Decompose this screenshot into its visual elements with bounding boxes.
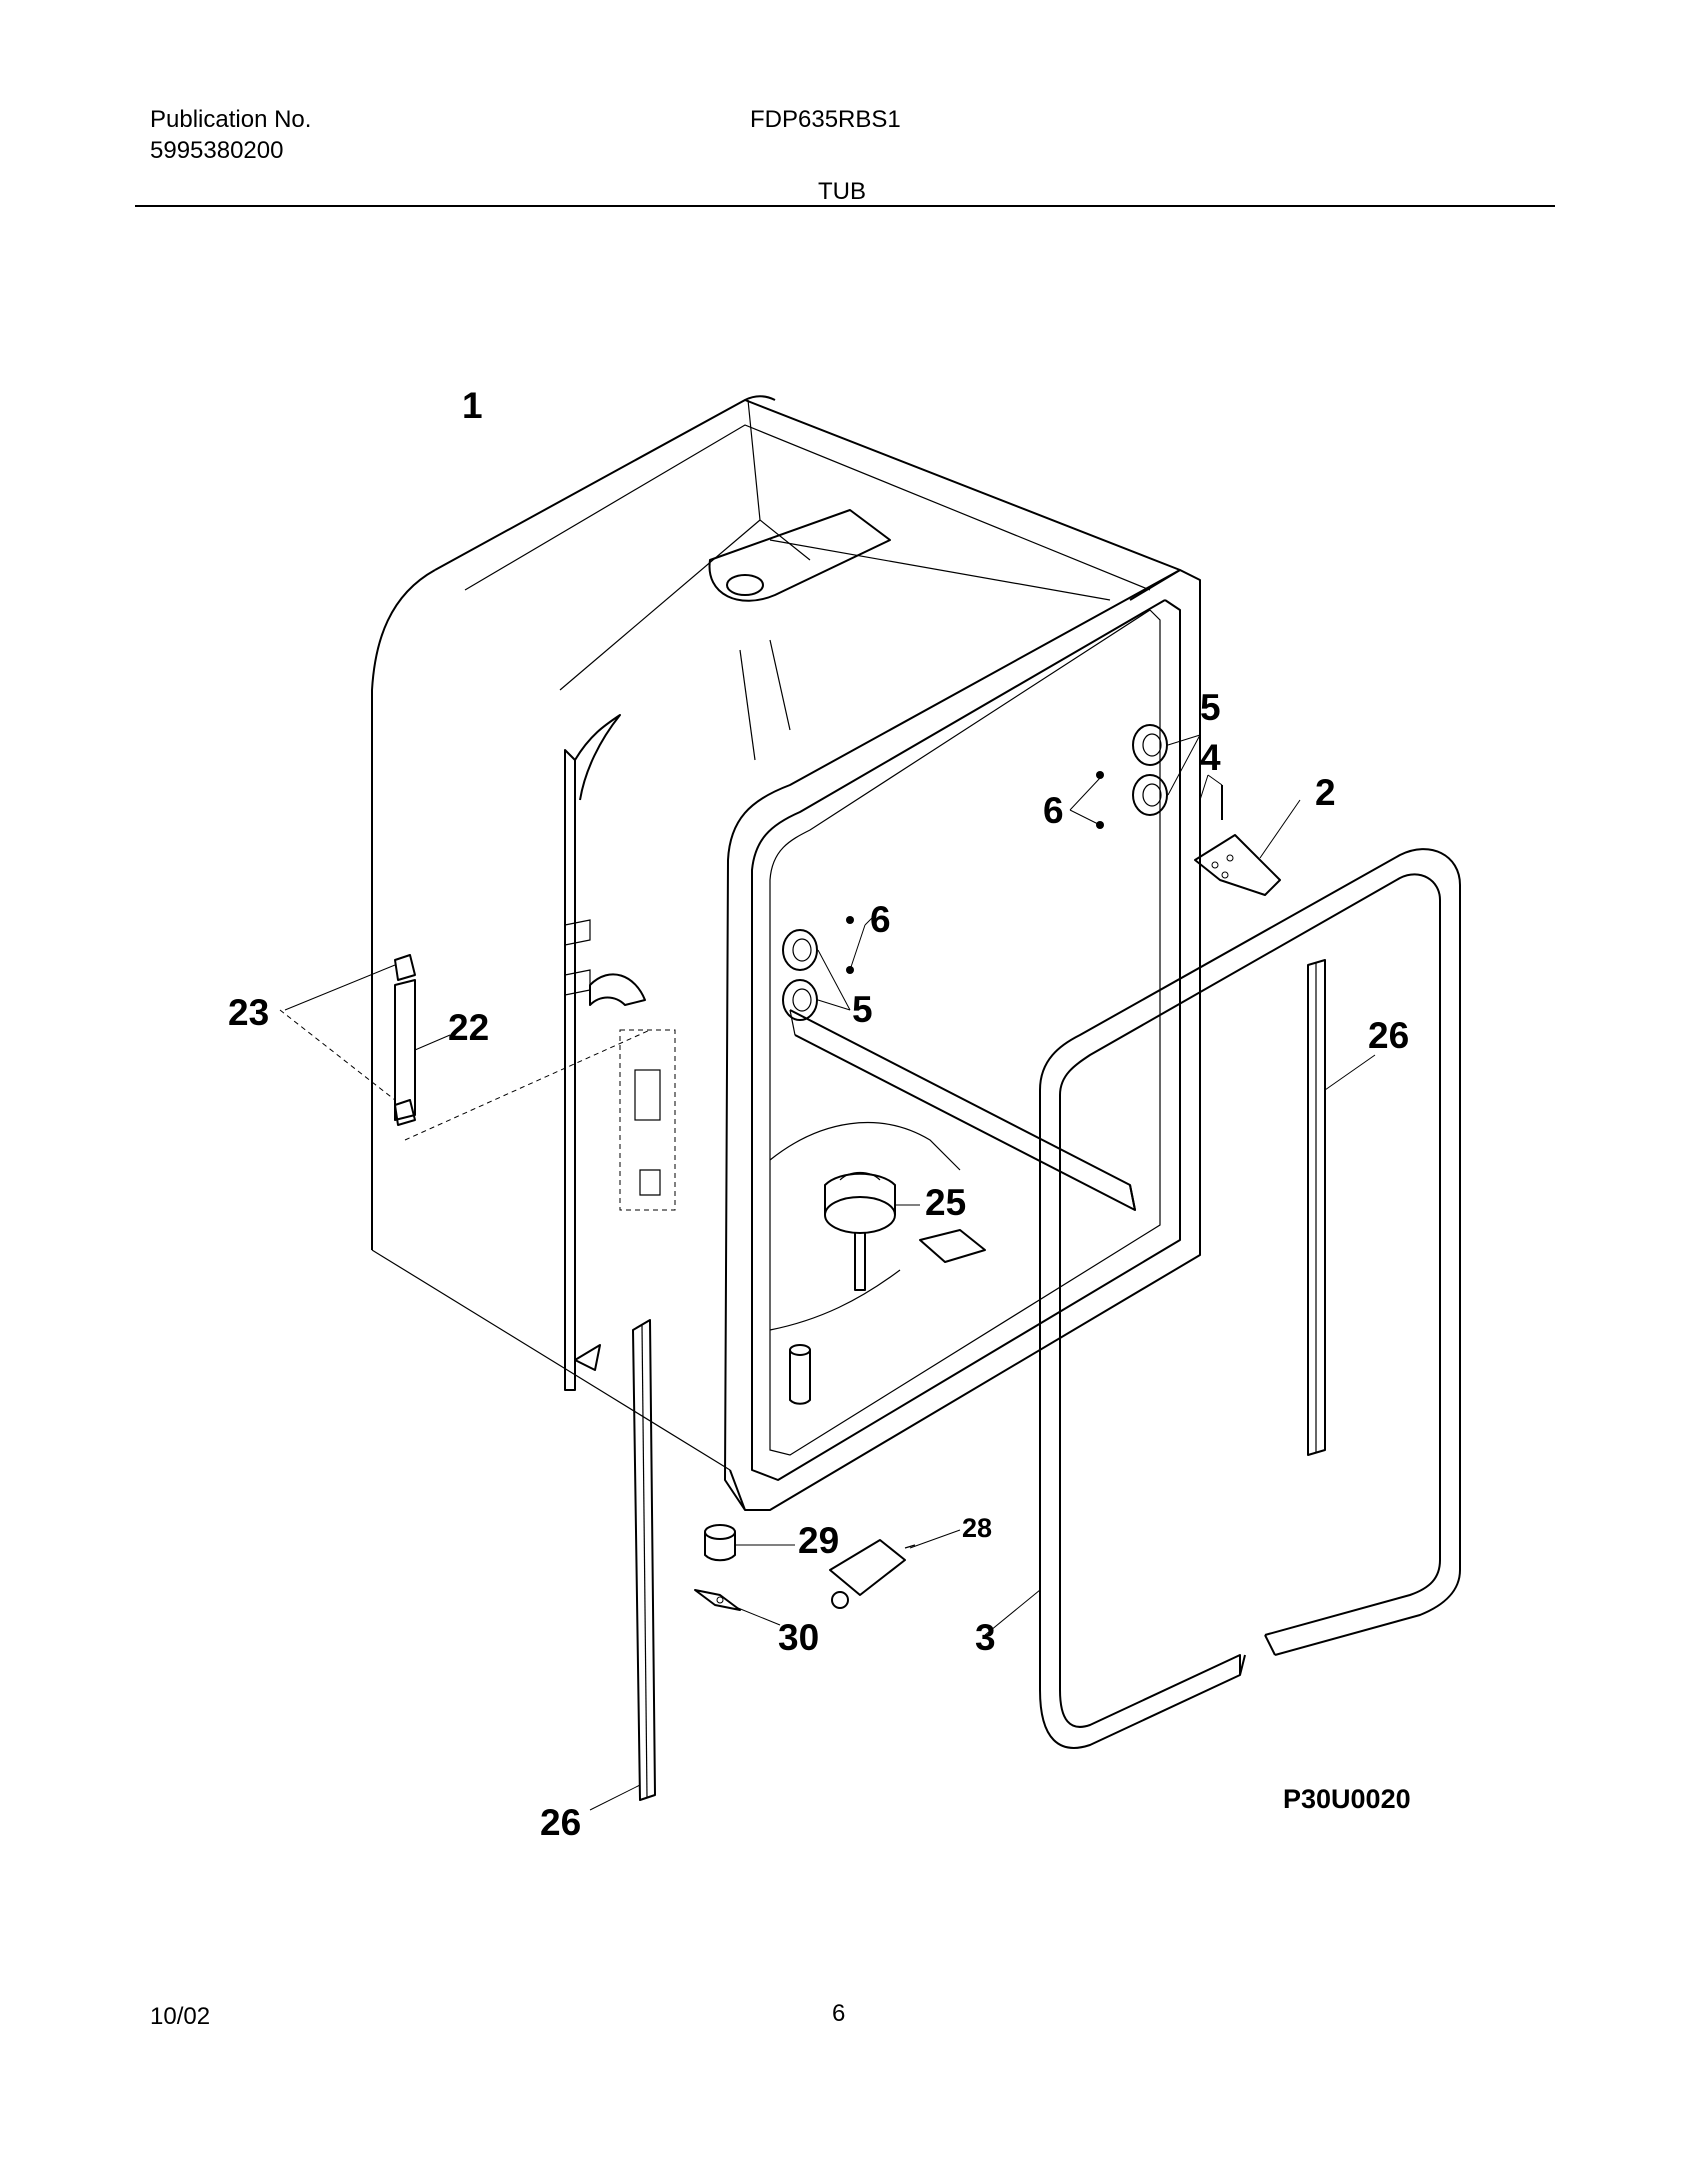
header-rule [135,205,1555,207]
footer-page-number: 6 [832,2000,846,2027]
section-title: TUB [818,178,866,205]
tub-body [371,395,1201,1511]
callout-22: 22 [448,1007,489,1048]
clip-23-lower [394,1099,416,1126]
callout-1: 1 [462,385,483,426]
roller-5-left-upper [782,929,818,971]
switch-28 [829,1539,916,1609]
screw-6 [846,916,854,924]
diagram-code: P30U0020 [1283,1784,1411,1814]
callout-2: 2 [1315,772,1336,813]
callout-4: 4 [1200,737,1221,778]
callout-6-left: 6 [870,899,891,940]
callout-28: 28 [962,1513,992,1543]
roller-5-right-lower [1132,774,1168,816]
mounting-bracket [1194,785,1281,896]
footer-date: 10/02 [150,2003,211,2030]
callout-5-right: 5 [1200,687,1221,728]
roller-5-left-lower [782,979,818,1021]
clip-23-upper [394,954,416,981]
side-handle-22 [394,979,416,1121]
callout-6-right: 6 [1043,790,1064,831]
leader-lines [284,734,1376,1811]
model-number: FDP635RBS1 [750,106,901,133]
publication-number: 5995380200 [150,137,284,164]
thermostat-29 [704,1524,736,1562]
trim-strip-left [632,1319,656,1801]
bracket-30 [694,1589,741,1611]
callout-26-right: 26 [1368,1015,1409,1056]
callout-3: 3 [975,1617,996,1658]
callout-23: 23 [228,992,269,1033]
callout-25: 25 [925,1182,966,1223]
callout-30: 30 [778,1617,819,1658]
screw-6 [1096,771,1104,779]
publication-label: Publication No. [150,106,312,133]
callout-26-left: 26 [540,1802,581,1843]
door-gasket [1039,848,1461,1749]
roller-5-right-upper [1132,724,1168,766]
callout-5-left: 5 [852,989,873,1030]
trim-strip-right [1307,959,1326,1456]
callout-29: 29 [798,1520,839,1561]
